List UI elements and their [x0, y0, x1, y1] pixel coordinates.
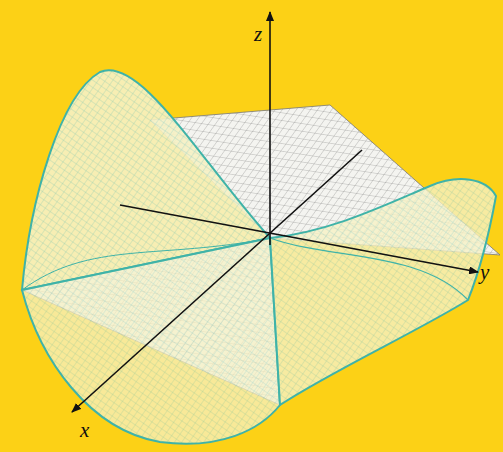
y-axis — [120, 205, 478, 272]
surface-sheet — [270, 179, 496, 405]
mesh-line — [270, 238, 468, 300]
mesh-line — [22, 238, 270, 290]
axis-label: y — [480, 262, 489, 283]
x-axis — [72, 150, 362, 412]
axis-label: z — [254, 24, 262, 45]
z-axis — [269, 12, 271, 245]
axis-label: x — [80, 420, 89, 441]
